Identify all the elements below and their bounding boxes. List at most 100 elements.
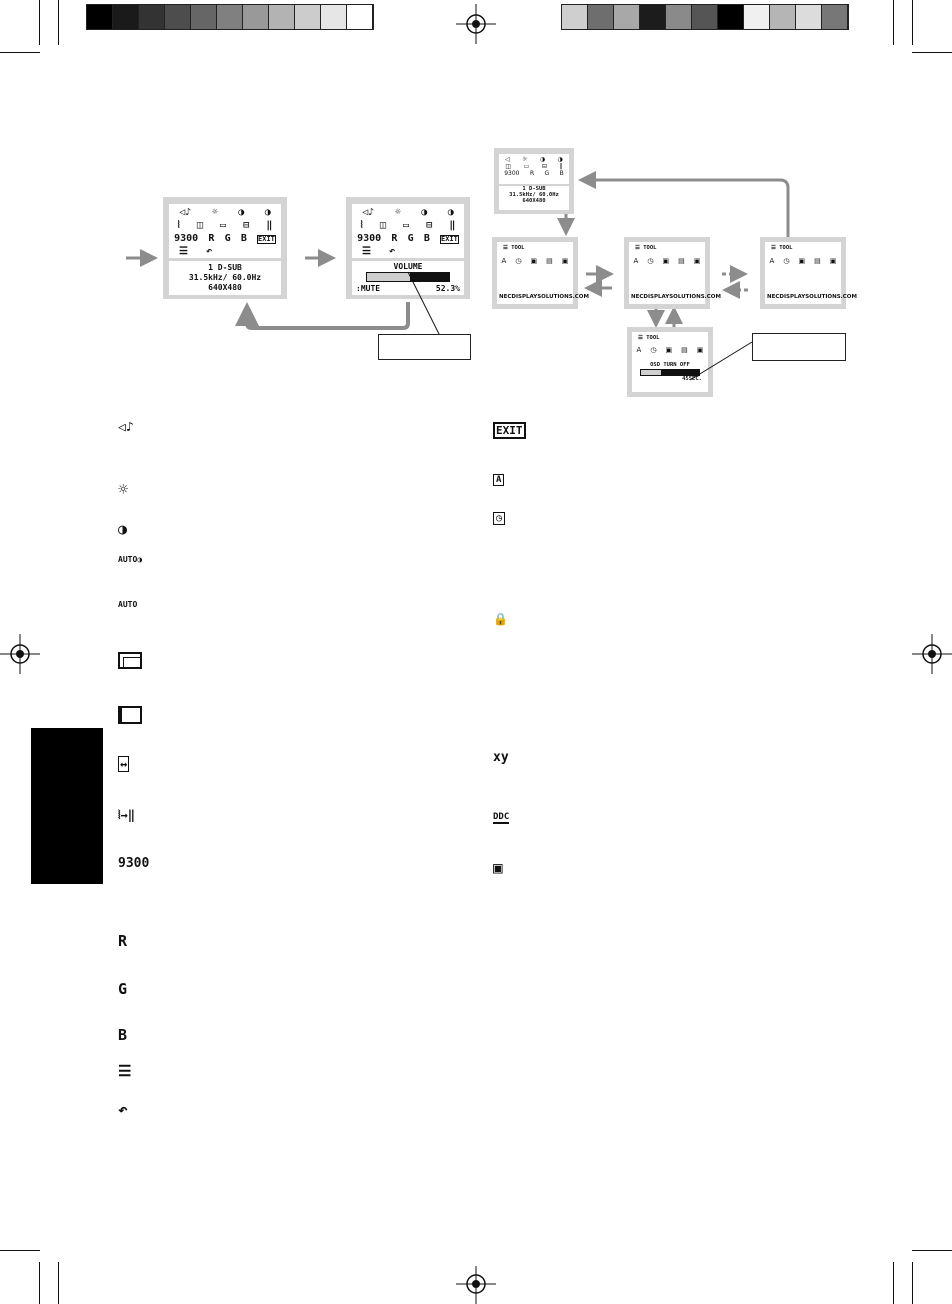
brightness-icon: ☼ [394,207,401,218]
color-swatch [588,5,614,29]
crop-mark [39,0,40,45]
color-9300-icon: 9300 [118,856,150,871]
language-icon: A [493,474,505,486]
timer-fill [641,370,662,375]
fine-icon: ⦚→‖ [118,808,135,822]
color-swatch [718,5,744,29]
volume-icon: ◁♪ [362,207,375,218]
color-swatch [321,5,347,29]
monitor-info-icon: ▣ [493,858,503,877]
osd-lock-icon: ▣ [665,346,673,354]
color-swatch [562,5,588,29]
color-9300-icon: 9300 [357,233,382,244]
exit-icon: EXIT [440,234,459,244]
reset-icon: ↶ [118,1100,128,1119]
ddc-ci-icon: DDC [493,812,510,824]
osd-lock-icon: ▣ [662,257,670,265]
color-swatch [744,5,770,29]
tool-title: TOOL [646,335,660,341]
color-swatch [191,5,217,29]
auto-adjust-icon: ⦚ [360,220,363,231]
crop-mark [912,1250,952,1251]
res-label: 640X480 [208,283,242,292]
green-icon: G [224,233,231,244]
tool-icon: ☰ [362,246,371,257]
exit-icon: EXIT [257,234,276,244]
osd-turn-off-label: OSD TURN OFF [650,362,690,368]
ddc-ci-icon: ▤ [546,257,553,265]
color-swatch [113,5,139,29]
language-icon: A [633,257,639,265]
left-right-icon: ◫ [379,220,386,231]
legend-auto-contrast: AUTO◑ [118,555,148,565]
color-swatch [87,5,113,29]
tool-icon: ☰ [771,245,780,251]
color-swatch [796,5,822,29]
tool-screen: ☰ TOOL A◷▣▤▣ NECDISPLAYSOLUTIONS.COM [629,242,721,304]
legend-brightness: ☼ [118,480,128,500]
color-swatch [666,5,692,29]
color-swatch [640,5,666,29]
osd-volume-panel: VOLUME :MUTE 52.3% [352,261,464,295]
monitor-info-icon: ▣ [693,257,701,265]
auto-adjust-icon: ⦚ [177,220,180,231]
volume-icon: ◁♪ [118,420,134,435]
registration-mark [456,4,496,44]
freq-label: 31.5kHz/ 60.0Hz [188,273,262,282]
fine-icon: ‖ [266,220,273,231]
url-label: NECDISPLAYSOLUTIONS.COM [499,294,589,300]
legend-9300: 9300 [118,856,149,871]
monitor-info-icon: ▣ [696,346,704,354]
legend-blue: B [118,1026,127,1044]
mute-label: :MUTE [356,284,381,293]
flow-arrows-right [557,171,790,328]
tool-osd-2: ☰ TOOL A◷▣▤▣ NECDISPLAYSOLUTIONS.COM [624,237,721,309]
res-label: 640X480 [522,198,546,204]
color-swatch [165,5,191,29]
color-swatch [614,5,640,29]
color-swatch [295,5,321,29]
h-size-icon: ↔ [118,756,130,772]
red-icon: R [118,932,128,950]
down-up-icon: ▭ [220,220,227,231]
blue-icon: B [423,233,430,244]
ddc-ci-icon: ▤ [814,257,821,265]
osd-main-menu: ◁♪ ☼ ◑ ◑ ⦚ ◫ ▭ ⊟ ‖ 9300 R G B EXIT ☰ ↶ 1… [163,197,287,299]
callout-line-left [407,271,441,337]
language-icon: A [501,257,507,265]
left-right-icon: ◫ [196,220,203,231]
red-icon: R [529,170,535,177]
monitor-info-icon: ▣ [829,257,837,265]
auto-contrast-icon: AUTO◑ [118,555,143,564]
crop-mark [893,1262,894,1304]
crop-mark [58,0,59,45]
auto-contrast-icon: ◑ [264,207,271,218]
contrast-icon: ◑ [421,207,428,218]
volume-icon: ◁ [505,156,510,163]
down-up-icon: ▭ [403,220,410,231]
tool-title: TOOL [511,245,525,251]
red-icon: R [391,233,398,244]
auto-contrast-icon: ◑ [447,207,454,218]
legend-down-up [118,706,142,724]
legend-left-right [118,652,142,669]
callout-line-right [689,341,753,381]
tool-osd-timer: ☰ TOOL A◷▣▤▣ OSD TURN OFF 45SEC. [627,327,713,397]
tool-title: TOOL [779,245,793,251]
h-size-icon: ⊟ [426,220,433,231]
volume-percent: 52.3% [435,284,460,293]
grayscale-bar-left [86,4,374,30]
monitor-info-icon: ▣ [561,257,569,265]
legend-red: R [118,932,127,950]
legend-volume: ◁♪ [118,420,134,435]
legend-ddc-ci: DDC [493,812,510,824]
osd-lock-icon: ▣ [530,257,538,265]
ddc-ci-icon: ▤ [681,346,688,354]
osd-icon-area: ◁♪ ☼ ◑ ◑ ⦚ ◫ ▭ ⊟ ‖ 9300 R G B EXIT ☰ ↶ [169,204,281,258]
osd-lock-icon: 🔒 [493,612,508,626]
grayscale-bar-right [561,4,849,30]
color-swatch [347,5,373,29]
language-icon: A [636,346,642,354]
down-up-icon [118,706,142,724]
down-up-icon: ▭ [523,163,530,170]
